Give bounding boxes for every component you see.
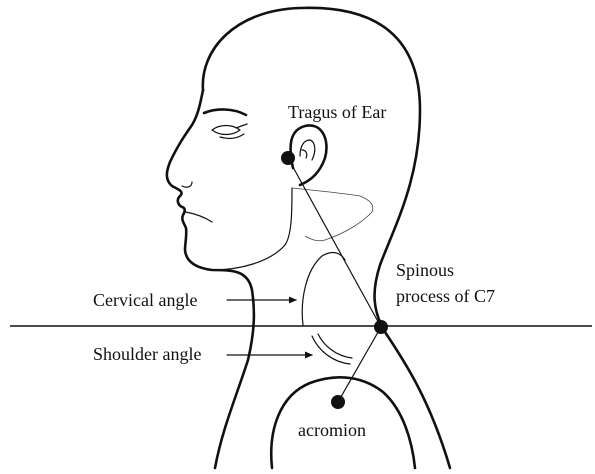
shoulder-angle-arc-inner bbox=[318, 334, 352, 358]
c7-acromion-line bbox=[338, 327, 381, 402]
acromion-marker bbox=[331, 395, 345, 409]
mouth bbox=[186, 212, 212, 222]
neck-front-curve bbox=[302, 253, 345, 325]
acromion-label: acromion bbox=[298, 420, 366, 440]
cervical-angle-label: Cervical angle bbox=[93, 290, 197, 310]
tragus-c7-line bbox=[288, 158, 381, 327]
hairline-detail bbox=[292, 188, 373, 241]
eye bbox=[212, 124, 247, 135]
shoulder-angle-label: Shoulder angle bbox=[93, 344, 201, 364]
ear-inner bbox=[300, 140, 315, 160]
spinous-label-line2: process of C7 bbox=[396, 286, 495, 306]
tragus-label: Tragus of Ear bbox=[288, 102, 386, 122]
spinous-label-line1: Spinous bbox=[396, 260, 454, 280]
tragus-marker bbox=[281, 151, 295, 165]
eyebrow bbox=[204, 109, 246, 115]
face-profile bbox=[167, 90, 254, 468]
nostril bbox=[182, 182, 192, 187]
head-outline bbox=[203, 8, 450, 468]
jaw-line bbox=[212, 188, 292, 270]
c7-marker bbox=[374, 320, 388, 334]
ear-outline bbox=[291, 125, 327, 185]
